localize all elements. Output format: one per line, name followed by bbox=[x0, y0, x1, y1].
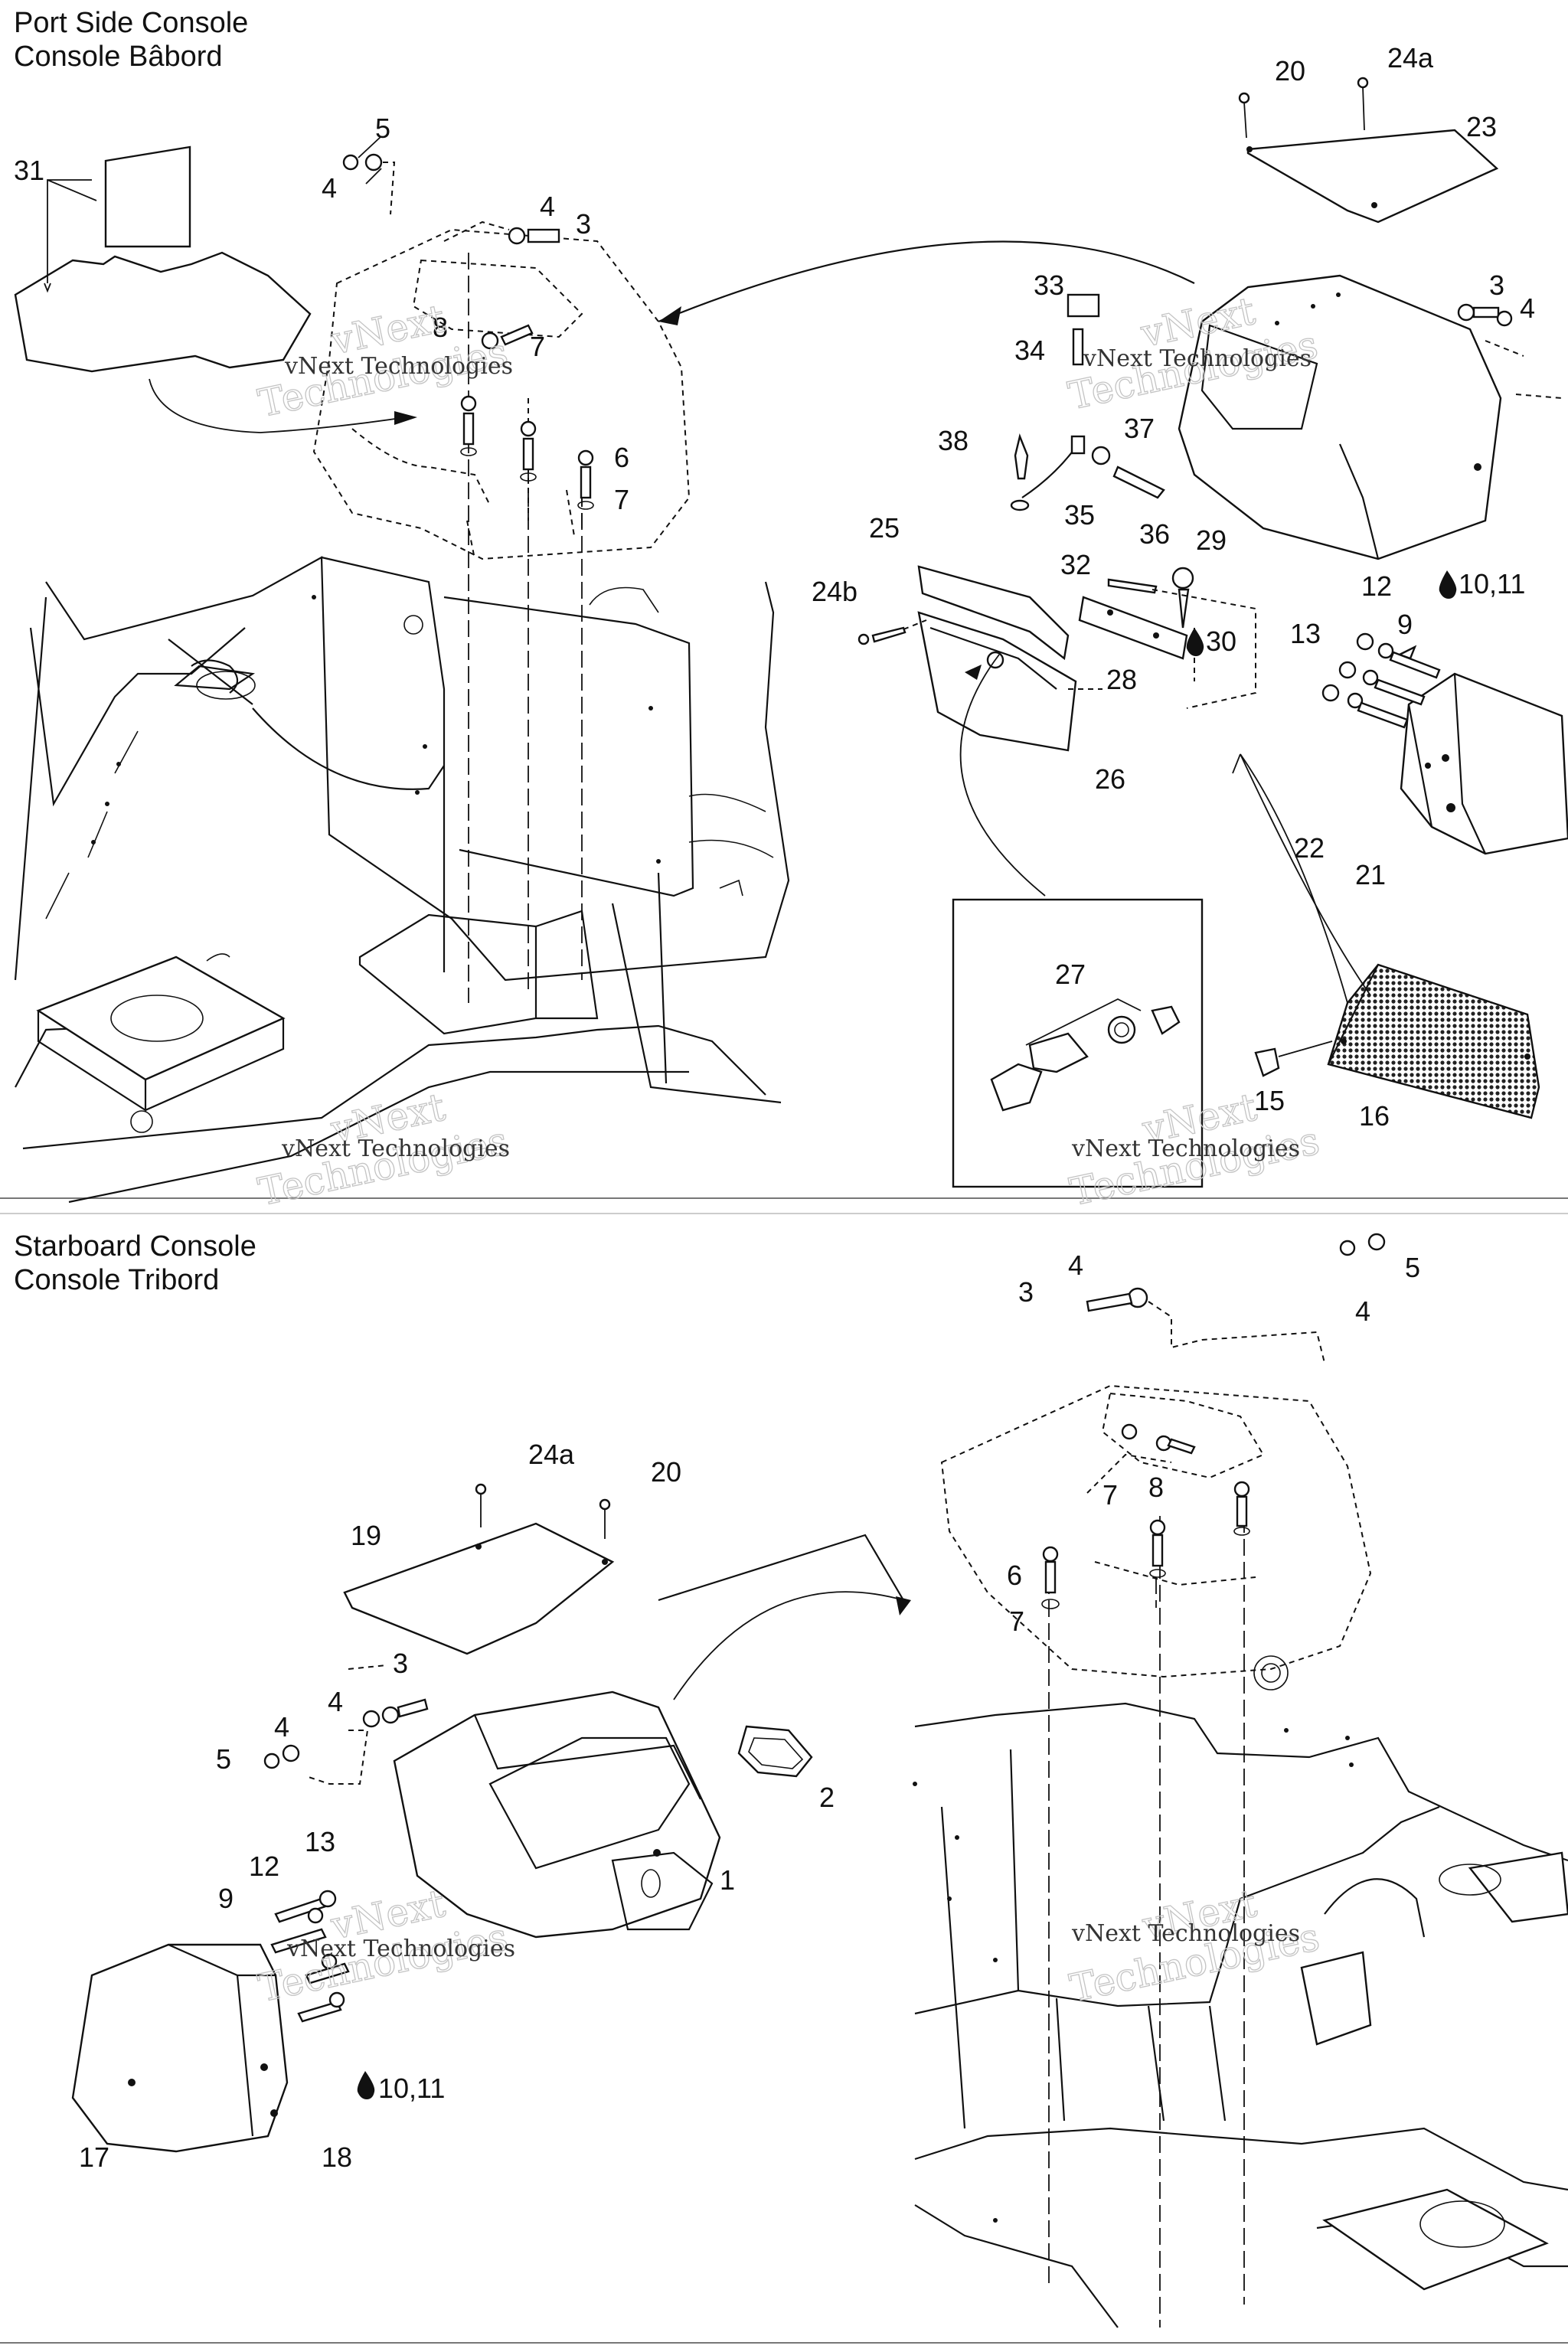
callout-6: 6 bbox=[1007, 1560, 1022, 1591]
callout-32: 32 bbox=[1060, 549, 1091, 580]
callout-12: 12 bbox=[1361, 570, 1392, 602]
callout-4: 4 bbox=[540, 191, 555, 222]
callout-28: 28 bbox=[1106, 664, 1137, 695]
watermark-caption: vNext Technologies bbox=[1083, 345, 1312, 372]
callout-22: 22 bbox=[1294, 832, 1325, 864]
callout-4: 4 bbox=[274, 1711, 289, 1743]
callout-26: 26 bbox=[1095, 763, 1125, 795]
starboard-title-fr: Console Tribord bbox=[14, 1264, 220, 1296]
callout-17: 17 bbox=[79, 2141, 109, 2173]
callout-15: 15 bbox=[1254, 1085, 1285, 1116]
callout-23: 23 bbox=[1466, 111, 1497, 142]
callout-10-11: 10,11 bbox=[1459, 568, 1525, 599]
callout-12: 12 bbox=[249, 1851, 279, 1882]
callout-5: 5 bbox=[1405, 1252, 1420, 1283]
callout-38: 38 bbox=[938, 425, 969, 456]
callout-4: 4 bbox=[328, 1686, 343, 1717]
liquid-drop-icon bbox=[1439, 570, 1457, 599]
callout-13: 13 bbox=[1290, 618, 1321, 649]
callout-3: 3 bbox=[393, 1648, 408, 1679]
callout-35: 35 bbox=[1064, 499, 1095, 531]
part-31-decal bbox=[14, 145, 417, 433]
callout-10-11: 10,11 bbox=[378, 2073, 445, 2104]
callout-31: 31 bbox=[14, 155, 44, 186]
watermarks: vNext Technologies vNext Technologies vN… bbox=[254, 288, 1324, 2011]
port-title-en: Port Side Console bbox=[14, 7, 249, 39]
port-hardware-left bbox=[342, 136, 594, 510]
callout-9: 9 bbox=[218, 1883, 234, 1914]
watermark-caption: vNext Technologies bbox=[1071, 1135, 1300, 1162]
callout-3: 3 bbox=[1018, 1276, 1034, 1308]
callout-20: 20 bbox=[1275, 55, 1305, 87]
starboard-glovebox-parts bbox=[71, 1483, 911, 2153]
callout-25: 25 bbox=[869, 512, 900, 544]
detail-inset-frame bbox=[952, 898, 1204, 1188]
liquid-drop-icon bbox=[1186, 628, 1204, 656]
callout-33: 33 bbox=[1034, 270, 1064, 301]
callout-21: 21 bbox=[1355, 859, 1386, 890]
callout-7: 7 bbox=[1102, 1479, 1118, 1511]
callout-37: 37 bbox=[1124, 413, 1155, 444]
callout-30: 30 bbox=[1206, 626, 1236, 657]
callout-4: 4 bbox=[322, 172, 337, 204]
callout-3: 3 bbox=[576, 208, 591, 240]
callout-7: 7 bbox=[1009, 1606, 1024, 1637]
port-title-fr: Console Bâbord bbox=[14, 41, 223, 73]
callout-24b: 24b bbox=[812, 576, 858, 607]
callout-9: 9 bbox=[1397, 609, 1413, 640]
watermark-caption: vNext Technologies bbox=[1071, 1920, 1300, 1947]
port-hull-drawing bbox=[14, 556, 790, 1204]
callout-13: 13 bbox=[305, 1826, 335, 1857]
callout-4: 4 bbox=[1068, 1250, 1083, 1281]
callout-34: 34 bbox=[1014, 335, 1045, 366]
callout-5: 5 bbox=[375, 113, 390, 144]
callout-7: 7 bbox=[530, 331, 545, 362]
callout-29: 29 bbox=[1196, 524, 1227, 556]
callout-2: 2 bbox=[819, 1782, 835, 1813]
callout-1: 1 bbox=[720, 1864, 735, 1896]
callout-4: 4 bbox=[1355, 1295, 1370, 1327]
port-section-title: Port Side Console Console Bâbord bbox=[14, 6, 248, 74]
callout-16: 16 bbox=[1359, 1100, 1390, 1132]
callout-24a: 24a bbox=[1387, 42, 1434, 74]
callout-18: 18 bbox=[322, 2141, 352, 2173]
callout-8: 8 bbox=[1148, 1472, 1164, 1503]
starboard-title-en: Starboard Console bbox=[14, 1230, 256, 1263]
watermark-caption: vNext Technologies bbox=[284, 353, 513, 380]
drop-icons bbox=[357, 570, 1457, 2099]
callout-8: 8 bbox=[433, 312, 448, 343]
liquid-drop-icon bbox=[357, 2071, 375, 2099]
starboard-hull-drawing bbox=[913, 1233, 1568, 2328]
port-glovebox-parts bbox=[658, 77, 1568, 1188]
watermark-caption: vNext Technologies bbox=[286, 1936, 515, 1962]
callout-24a: 24a bbox=[528, 1439, 575, 1470]
callout-5: 5 bbox=[216, 1743, 231, 1775]
watermark-caption: vNext Technologies bbox=[281, 1135, 510, 1162]
starboard-section-title: Starboard Console Console Tribord bbox=[14, 1230, 256, 1297]
port-callout-labels: 31 5 4 4 3 8 7 6 7 20 24a 23 33 34 3 4 3… bbox=[14, 42, 1535, 1132]
callout-19: 19 bbox=[351, 1520, 381, 1551]
callout-7: 7 bbox=[614, 484, 629, 515]
callout-4: 4 bbox=[1520, 292, 1535, 324]
starboard-callout-labels: 4 3 5 4 7 8 6 7 24a 20 19 3 4 4 5 2 1 13… bbox=[79, 1250, 1420, 2173]
callout-36: 36 bbox=[1139, 518, 1170, 550]
callout-27: 27 bbox=[1055, 959, 1086, 990]
callout-20: 20 bbox=[651, 1456, 681, 1488]
callout-6: 6 bbox=[614, 442, 629, 473]
callout-3: 3 bbox=[1489, 270, 1504, 301]
